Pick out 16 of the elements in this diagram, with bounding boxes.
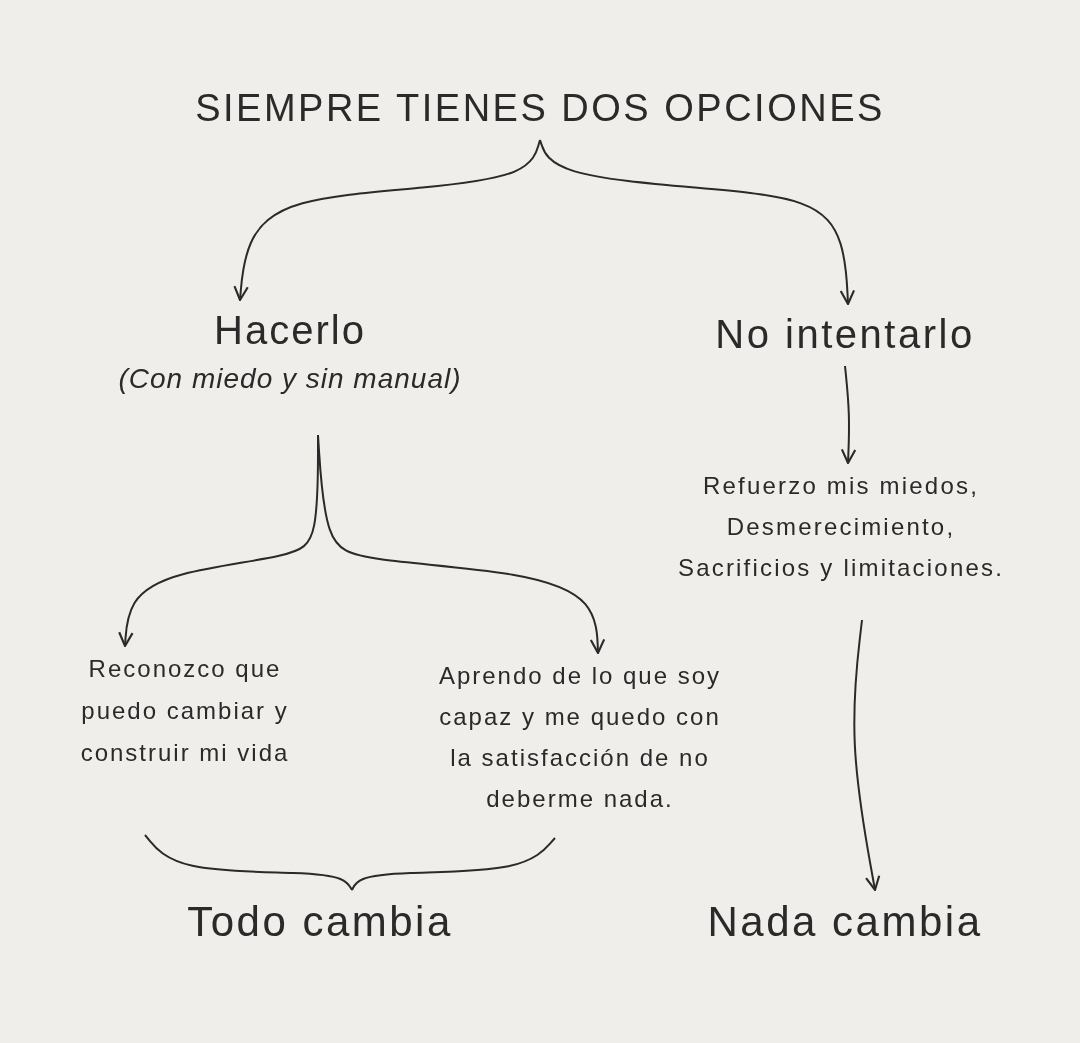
curved-arrow: [539, 139, 856, 306]
option-text: Aprendo de lo que soy capaz y me quedo con la satisfacción de no deberme nada.: [437, 661, 723, 814]
option-text: Nada cambia: [707, 897, 983, 947]
curly-brace: [351, 837, 556, 891]
option-text: Todo cambia: [187, 897, 453, 947]
subtitle-text: (Con miedo y sin manual): [118, 362, 462, 396]
curved-arrow: [233, 139, 541, 302]
heading-text: Hacerlo: [214, 307, 366, 354]
curved-arrow: [840, 365, 857, 465]
option-text: No intentarlo: [715, 311, 975, 358]
curved-arrow: [317, 434, 606, 655]
curved-arrow: [853, 619, 881, 892]
title-text: SIEMPRE TIENES DOS OPCIONES: [195, 86, 885, 131]
option-text: Refuerzo mis miedos, Desmerecimiento, Sacrificios y limitaciones.: [676, 471, 1006, 583]
curly-brace: [144, 834, 353, 891]
option-text: Reconozco que puedo cambiar y construir mi vida: [79, 654, 291, 768]
